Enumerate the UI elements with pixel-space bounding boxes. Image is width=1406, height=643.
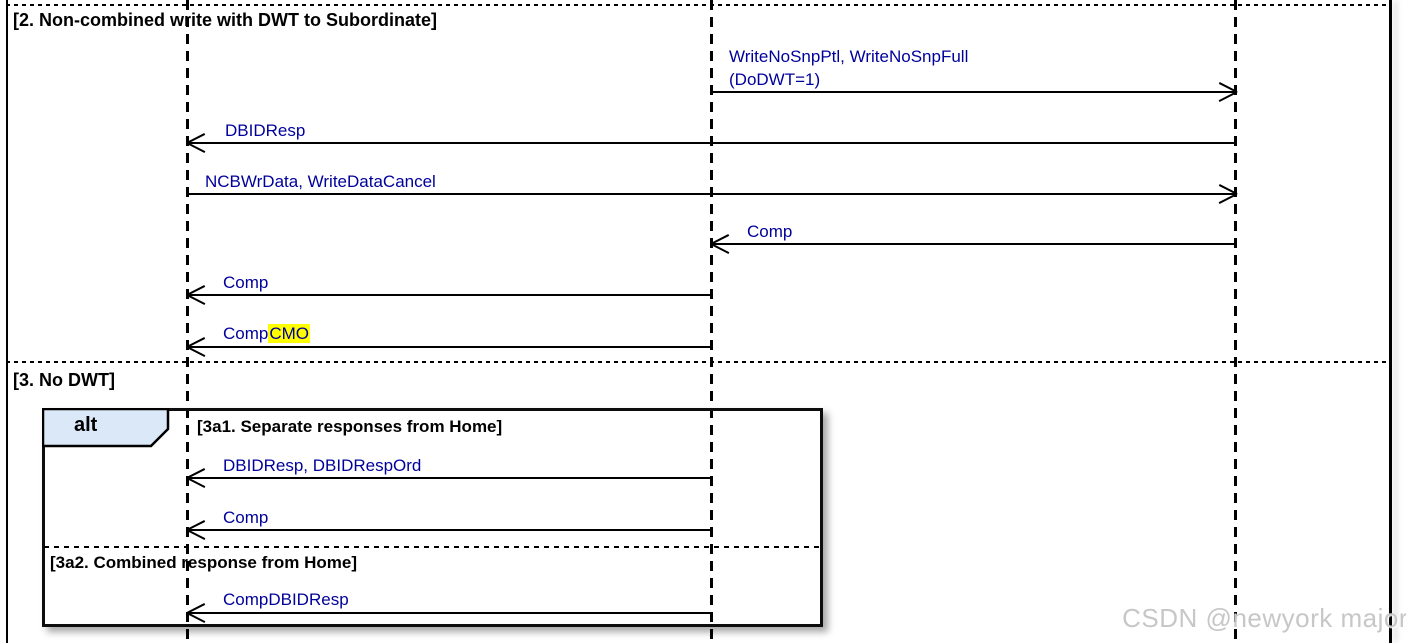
alt-fragment-box: [42, 408, 823, 627]
diagram-frame-left-border: [6, 0, 8, 643]
message-label-writenosnp-line1: WriteNoSnpPtl, WriteNoSnpFull: [729, 47, 969, 66]
message-label-comp-to-requester: Comp: [223, 273, 269, 292]
section2-title: [2. Non-combined write with DWT to Subor…: [13, 10, 437, 30]
message-label-compcmo: CompCMO: [223, 322, 311, 345]
message-label-compdbidresp: CompDBIDResp: [223, 590, 349, 609]
message-arrow-comp-to-home: [712, 243, 1236, 245]
message-arrow-compcmo: [188, 346, 712, 348]
alt-branch1-title: [3a1. Separate responses from Home]: [197, 417, 503, 436]
message-label-dbidresp: DBIDResp: [225, 121, 306, 140]
alt-operator-tab: [42, 408, 170, 448]
lifeline-left: [186, 0, 189, 643]
section3-title: [3. No DWT]: [13, 370, 115, 390]
lifeline-middle: [710, 0, 713, 643]
message-arrow-writenosnp: [712, 91, 1236, 93]
message-arrow-ncbwrdata: [188, 193, 1236, 195]
message-arrow-dbidresp: [188, 142, 1236, 144]
alt-operator-label: alt: [74, 414, 98, 436]
watermark: CSDN @newyork major: [1122, 603, 1406, 633]
message-arrow-comp-branch1: [188, 529, 712, 531]
message-arrow-compdbidresp: [188, 612, 712, 614]
message-label-compcmo-prefix: Comp: [223, 324, 269, 343]
message-label-ncbwrdata: NCBWrData, WriteDataCancel: [205, 172, 436, 191]
message-arrow-comp-to-requester: [188, 294, 712, 296]
message-label-comp-branch1: Comp: [223, 508, 269, 527]
section-divider: [6, 361, 1389, 363]
message-label-writenosnp-line2: (DoDWT=1): [729, 70, 821, 89]
lifeline-right: [1234, 0, 1237, 643]
diagram-frame-right-border: [1389, 0, 1392, 643]
message-label-comp-to-home: Comp: [747, 222, 793, 241]
alt-branch-divider: [44, 546, 821, 548]
message-label-writenosnp: WriteNoSnpPtl, WriteNoSnpFull (DoDWT=1): [729, 45, 968, 91]
alt-branch2-title: [3a2. Combined response from Home]: [50, 553, 358, 572]
message-label-compcmo-highlight: CMO: [268, 324, 311, 343]
diagram-frame-top-border: [6, 4, 1391, 6]
message-label-dbidresp-ord: DBIDResp, DBIDRespOrd: [223, 456, 422, 475]
message-arrow-dbidresp-ord: [188, 477, 712, 479]
